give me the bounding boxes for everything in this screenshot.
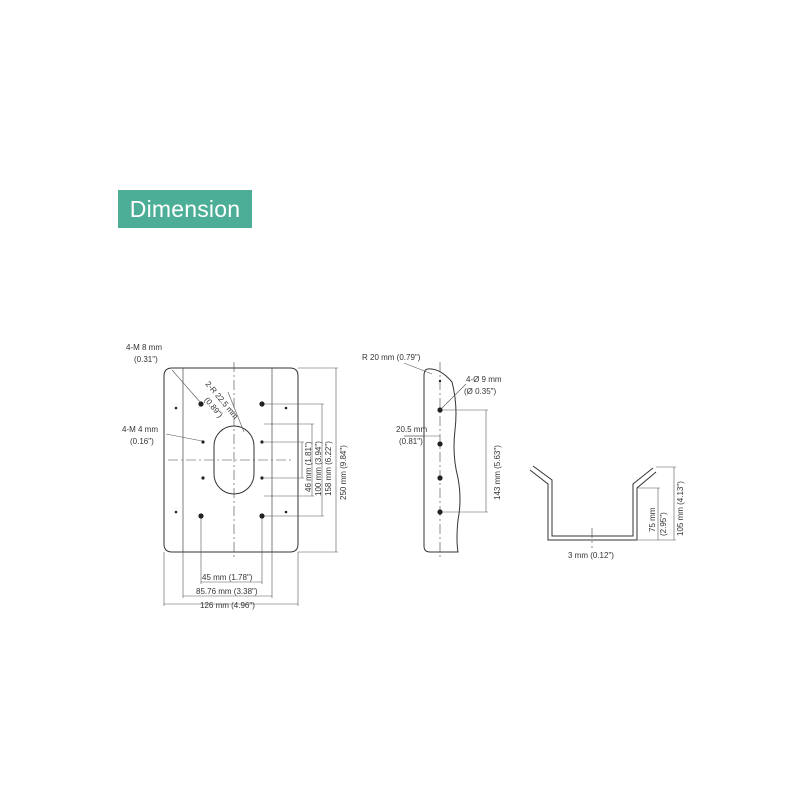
m4-leader <box>165 433 203 442</box>
radius-leader <box>403 362 433 375</box>
bracket-profile-inner <box>532 465 654 537</box>
dim-143-label: 143 mm (5.63") <box>493 445 502 500</box>
side-plate-outline <box>423 368 461 553</box>
m8-hole <box>259 401 265 407</box>
dimension-title: Dimension <box>118 190 252 228</box>
hole-dia-label-inch: (Ø 0.35") <box>464 387 497 396</box>
dim-46-label: 46 mm (1.81") <box>304 441 313 492</box>
dim-105-label: 105 mm (4.13") <box>676 481 685 536</box>
side-view: R 20 mm (0.79") 4-Ø 9 mm (Ø 0.35") 20.5 … <box>362 353 502 560</box>
m8-hole <box>198 513 204 519</box>
side-top-mark <box>438 379 442 383</box>
dim-8576-label: 85.76 mm (3.38") <box>196 587 258 596</box>
hole-dia-label: 4-Ø 9 mm <box>466 375 502 384</box>
dim-205-label: 20.5 mm <box>396 425 427 434</box>
m8-label: 4-M 8 mm <box>126 343 162 352</box>
dim-100-label: 100 mm (3.94") <box>314 441 323 496</box>
m4-hole <box>201 440 205 444</box>
m8-label-inch: (0.31") <box>134 355 158 364</box>
m8-leader <box>171 369 201 403</box>
edge-hole <box>284 510 288 514</box>
bracket-view: 3 mm (0.12") 75 mm (2.95") 105 mm (4.13"… <box>529 465 685 560</box>
front-plate-outline <box>163 367 299 553</box>
m4-hole <box>201 476 205 480</box>
slot-leader <box>227 391 245 433</box>
m4-label: 4-M 4 mm <box>122 425 158 434</box>
dim-45-label: 45 mm (1.78") <box>202 573 253 582</box>
side-hole <box>437 475 443 481</box>
corner-radius-label: R 20 mm (0.79") <box>362 353 421 362</box>
side-hole <box>437 407 443 413</box>
hole-dia-leader <box>441 383 467 409</box>
m4-hole <box>260 440 264 444</box>
side-hole <box>437 509 443 515</box>
dim-75-label: 75 mm <box>648 507 657 532</box>
dim-205-label-inch: (0.81") <box>399 437 423 446</box>
m8-hole <box>198 401 204 407</box>
edge-hole <box>284 406 288 410</box>
edge-hole <box>174 510 178 514</box>
side-hole <box>437 441 443 447</box>
dim-75-label-inch: (2.95") <box>659 512 668 536</box>
bracket-profile-outer <box>529 469 657 541</box>
dim-158-label: 158 mm (6.22") <box>324 441 333 496</box>
m4-label-inch: (0.16") <box>130 437 154 446</box>
thickness-label: 3 mm (0.12") <box>568 551 614 560</box>
front-view: 4-M 8 mm (0.31") 4-M 4 mm (0.16") 2-R 22… <box>122 343 348 610</box>
edge-hole <box>174 406 178 410</box>
dim-126-label: 126 mm (4.96") <box>200 601 255 610</box>
m8-hole <box>259 513 265 519</box>
m4-hole <box>260 476 264 480</box>
dim-250-label: 250 mm (9.84") <box>339 445 348 500</box>
